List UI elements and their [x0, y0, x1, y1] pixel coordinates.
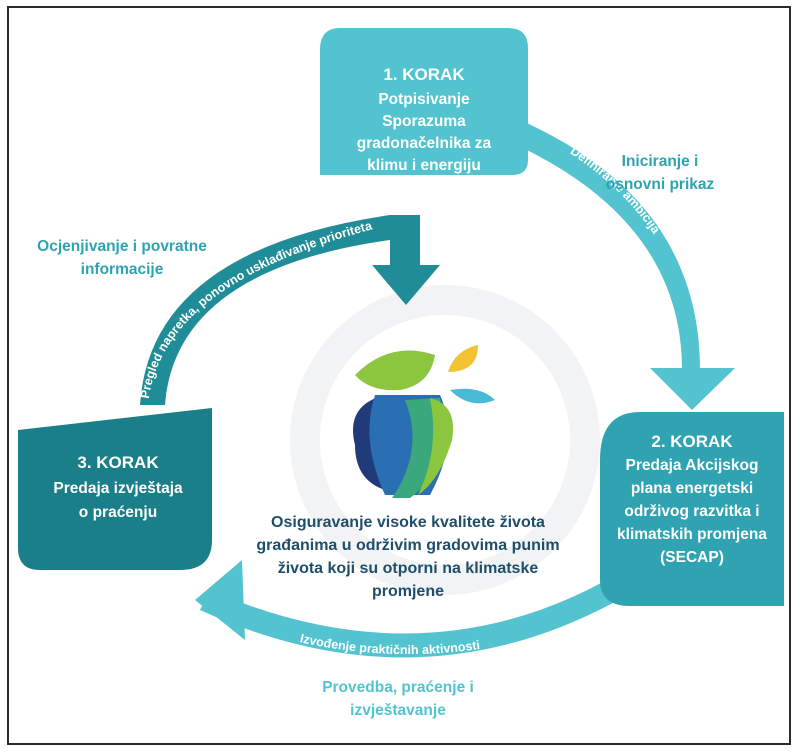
arrow-head-right	[650, 368, 735, 410]
covenant-logo	[353, 345, 495, 498]
logo-leaf-top	[355, 350, 435, 391]
center-line-2: građanima u održivim gradovima punim	[256, 537, 559, 554]
stage-initiation-line-1: Iniciranje i	[622, 153, 699, 170]
stage-implementation-line-1: Provedba, praćenje i	[322, 679, 474, 696]
step1-line-1: Potpisivanje	[378, 91, 470, 108]
step2-line-5: (SECAP)	[660, 549, 724, 566]
step2-line-4: klimatskih promjena	[617, 526, 767, 543]
step3-line-2: o praćenju	[79, 504, 157, 521]
arrow-band-right	[510, 120, 700, 370]
stage-initiation-line-2: osnovni prikaz	[606, 176, 715, 193]
arrow-band-bottom	[200, 560, 660, 658]
arrow-head-bottom	[195, 560, 245, 640]
center-line-3: života koji su otporni na klimatske	[278, 560, 539, 577]
step2-line-3: održivog razvitka i	[624, 503, 759, 520]
step2-line-2: plana energetski	[631, 480, 753, 497]
step1-line-4: klimu i energiju	[367, 157, 481, 174]
step2-line-1: Predaja Akcijskog	[626, 457, 759, 474]
center-line-1: Osiguravanje visoke kvalitete života	[271, 514, 545, 531]
step3-leaf	[18, 408, 212, 570]
step1-leaf	[320, 28, 528, 175]
logo-leaf-yellow	[448, 345, 478, 372]
stage-implementation-line-2: izvještavanje	[350, 702, 446, 719]
logo-leaf-cyan	[450, 388, 495, 404]
step2-title: 2. KORAK	[651, 432, 733, 451]
logo-leaf-lime	[418, 398, 454, 495]
step1-line-3: gradonačelnika za	[357, 135, 492, 152]
center-line-4: promjene	[372, 583, 444, 600]
background-ring	[290, 285, 600, 595]
stage-evaluation-line-2: informacije	[81, 261, 164, 278]
arrow-head-left	[372, 265, 440, 305]
arrow-stem-left	[390, 215, 420, 270]
step3-title: 3. KORAK	[77, 453, 159, 472]
step3-line-1: Predaja izvještaja	[53, 480, 183, 497]
step1-title: 1. KORAK	[383, 65, 465, 84]
stage-evaluation-line-1: Ocjenjivanje i povratne	[37, 238, 207, 255]
step2-leaf	[600, 412, 784, 606]
step1-line-2: Sporazuma	[382, 113, 466, 130]
